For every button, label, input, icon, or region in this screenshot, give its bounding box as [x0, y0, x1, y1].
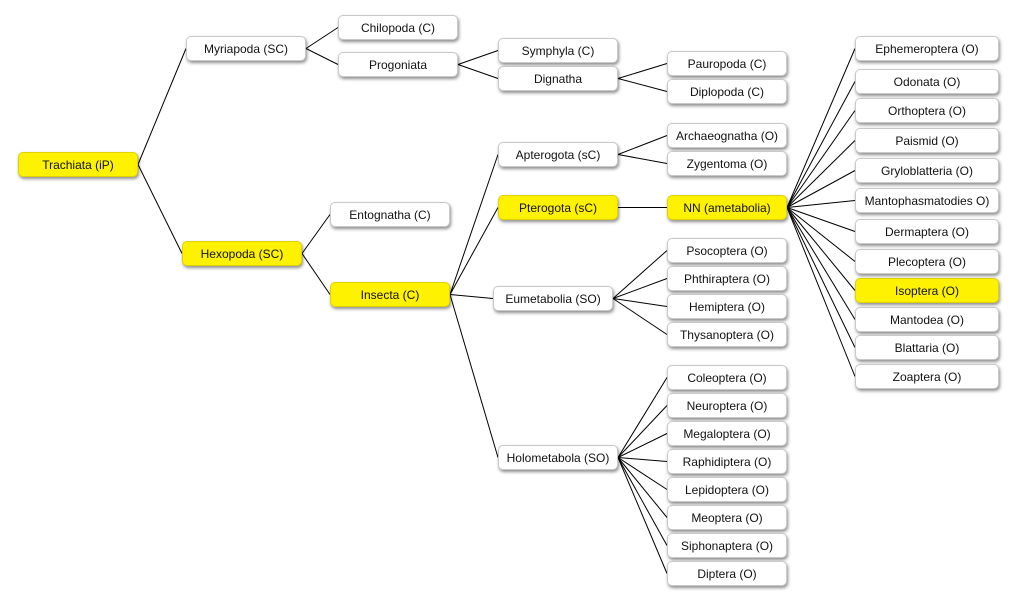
edge-holometabola-lepidoptera — [617, 457, 668, 490]
node-raphidiptera: Raphidiptera (O) — [667, 449, 787, 474]
edge-nn-odonata — [786, 81, 856, 208]
edge-holometabola-coleoptera — [617, 377, 668, 458]
node-paismid: Paismid (O) — [855, 128, 999, 153]
node-megaloptera: Megaloptera (O) — [667, 421, 787, 446]
edge-nn-gryloblatteria — [786, 170, 856, 208]
node-entognatha: Entognatha (C) — [330, 202, 450, 227]
edge-myriapoda-chilopoda — [305, 27, 339, 49]
edge-nn-zoaptera — [786, 207, 856, 377]
node-zygentoma: Zygentoma (O) — [667, 151, 787, 176]
node-siphonaptera: Siphonaptera (O) — [667, 533, 787, 558]
node-lepidoptera: Lepidoptera (O) — [667, 477, 787, 502]
edge-nn-plecoptera — [786, 207, 856, 262]
edge-nn-orthoptera — [786, 110, 856, 208]
edge-nn-mantophasmatodies — [786, 200, 856, 208]
edge-apterogota-archaeognatha — [617, 135, 668, 155]
node-isoptera: Isoptera (O) — [855, 278, 999, 303]
edge-trachiata-myriapoda — [137, 48, 187, 165]
edge-eumetabolia-psocoptera — [612, 250, 668, 299]
node-dignatha: Dignatha — [498, 66, 618, 91]
edge-progoniata-dignatha — [457, 64, 499, 79]
node-pterogota: Pterogota (sC) — [498, 195, 618, 220]
node-meoptera: Meoptera (O) — [667, 505, 787, 530]
node-hexopoda: Hexopoda (SC) — [182, 241, 302, 266]
edge-nn-blattaria — [786, 207, 856, 348]
node-insecta: Insecta (C) — [330, 282, 450, 307]
edge-nn-mantodea — [786, 207, 856, 320]
edge-trachiata-hexopoda — [137, 164, 183, 254]
node-hemiptera: Hemiptera (O) — [667, 294, 787, 319]
node-symphyla: Symphyla (C) — [498, 38, 618, 63]
edge-holometabola-meoptera — [617, 457, 668, 518]
edge-insecta-eumetabolia — [449, 294, 494, 299]
node-pauropoda: Pauropoda (C) — [667, 51, 787, 76]
node-eumetabolia: Eumetabolia (SO) — [493, 286, 613, 311]
edge-myriapoda-progoniata — [305, 48, 339, 65]
node-diptera: Diptera (O) — [667, 561, 787, 586]
node-ephemeroptera: Ephemeroptera (O) — [855, 36, 999, 61]
node-coleoptera: Coleoptera (O) — [667, 365, 787, 390]
node-gryloblatteria: Gryloblatteria (O) — [855, 158, 999, 183]
node-diplopoda: Diplopoda (C) — [667, 79, 787, 104]
node-mantodea: Mantodea (O) — [855, 307, 999, 332]
edge-eumetabolia-thysanoptera — [612, 298, 668, 335]
node-apterogota: Apterogota (sC) — [498, 142, 618, 167]
node-myriapoda: Myriapoda (SC) — [186, 36, 306, 61]
edge-nn-ephemeroptera — [786, 48, 856, 208]
edge-insecta-holometabola — [449, 294, 499, 458]
edge-hexopoda-insecta — [301, 253, 331, 295]
edge-nn-dermaptera — [786, 207, 856, 232]
node-plecoptera: Plecoptera (O) — [855, 249, 999, 274]
edge-holometabola-diptera — [617, 457, 668, 574]
node-chilopoda: Chilopoda (C) — [338, 15, 458, 40]
node-neuroptera: Neuroptera (O) — [667, 393, 787, 418]
edge-progoniata-symphyla — [457, 50, 499, 65]
node-archaeognatha: Archaeognatha (O) — [667, 123, 787, 148]
node-nn-ametabolia: NN (ametabolia) — [667, 195, 787, 220]
edge-holometabola-siphonaptera — [617, 457, 668, 546]
node-progoniata: Progoniata — [338, 52, 458, 77]
edge-nn-paismid — [786, 140, 856, 208]
edge-apterogota-zygentoma — [617, 154, 668, 164]
node-mantophasmatodies: Mantophasmatodies O) — [855, 188, 999, 213]
edge-insecta-apterogota — [449, 154, 499, 295]
node-psocoptera: Psocoptera (O) — [667, 238, 787, 263]
node-odonata: Odonata (O) — [855, 69, 999, 94]
node-trachiata: Trachiata (iP) — [18, 152, 138, 177]
edge-holometabola-neuroptera — [617, 405, 668, 458]
node-dermaptera: Dermaptera (O) — [855, 219, 999, 244]
node-zoaptera: Zoaptera (O) — [855, 364, 999, 389]
edge-nn-isoptera — [786, 207, 856, 291]
node-holometabola: Holometabola (SO) — [498, 445, 618, 470]
edge-holometabola-megaloptera — [617, 433, 668, 458]
node-orthoptera: Orthoptera (O) — [855, 98, 999, 123]
edge-dignatha-diplopoda — [617, 78, 668, 92]
edge-insecta-pterogota — [449, 207, 499, 295]
edge-holometabola-raphidiptera — [617, 457, 668, 462]
node-thysanoptera: Thysanoptera (O) — [667, 322, 787, 347]
edge-dignatha-pauropoda — [617, 63, 668, 79]
node-phthiraptera: Phthiraptera (O) — [667, 266, 787, 291]
edge-hexopoda-entognatha — [301, 214, 331, 254]
edge-eumetabolia-phthiraptera — [612, 278, 668, 299]
node-blattaria: Blattaria (O) — [855, 335, 999, 360]
edge-eumetabolia-hemiptera — [612, 298, 668, 307]
